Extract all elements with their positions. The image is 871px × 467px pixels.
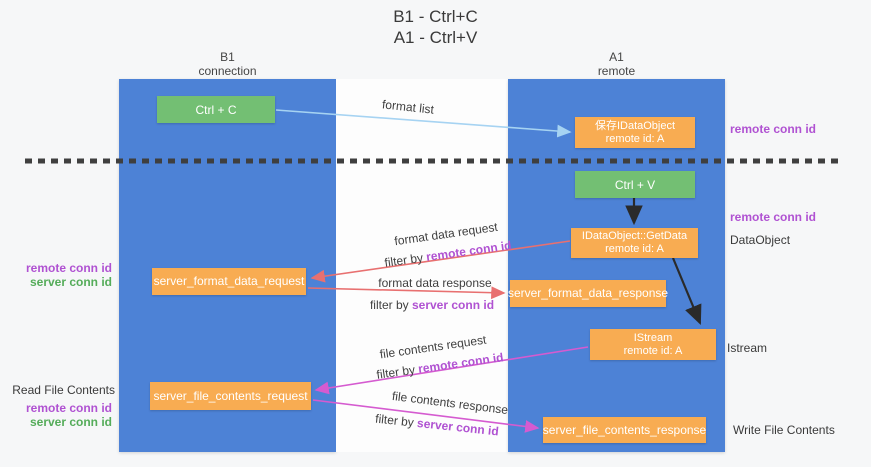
title-line-2: A1 - Ctrl+V [393, 28, 478, 47]
right-remote-conn-id-2: remote conn id [730, 210, 817, 224]
right-remote-conn-id-1: remote conn id [730, 122, 817, 136]
left-server-conn-id-1: server conn id [29, 275, 112, 289]
lane-b1-connection [119, 79, 336, 452]
left-remote-conn-id-2: remote conn id [25, 401, 112, 415]
title-line-1: B1 - Ctrl+C [393, 7, 478, 26]
left-server-conn-id-2: server conn id [29, 415, 112, 429]
left-read-file-contents-label: Read File Contents [12, 383, 115, 397]
middle-strip [336, 79, 508, 452]
lane-a1-remote [508, 79, 725, 452]
right-istream-label: Istream [727, 341, 768, 355]
column-a1-subtitle: remote [597, 64, 636, 78]
diagram-title: B1 - Ctrl+C A1 - Ctrl+V [0, 6, 871, 48]
left-remote-conn-id-1: remote conn id [25, 261, 112, 275]
column-a1-name: A1 [609, 50, 624, 64]
right-dataobject-label: DataObject [730, 233, 791, 247]
right-write-file-contents-label: Write File Contents [733, 423, 835, 437]
column-header-b1: B1 connection [119, 50, 336, 78]
column-b1-name: B1 [220, 50, 235, 64]
column-header-a1: A1 remote [508, 50, 725, 78]
column-b1-subtitle: connection [198, 64, 257, 78]
